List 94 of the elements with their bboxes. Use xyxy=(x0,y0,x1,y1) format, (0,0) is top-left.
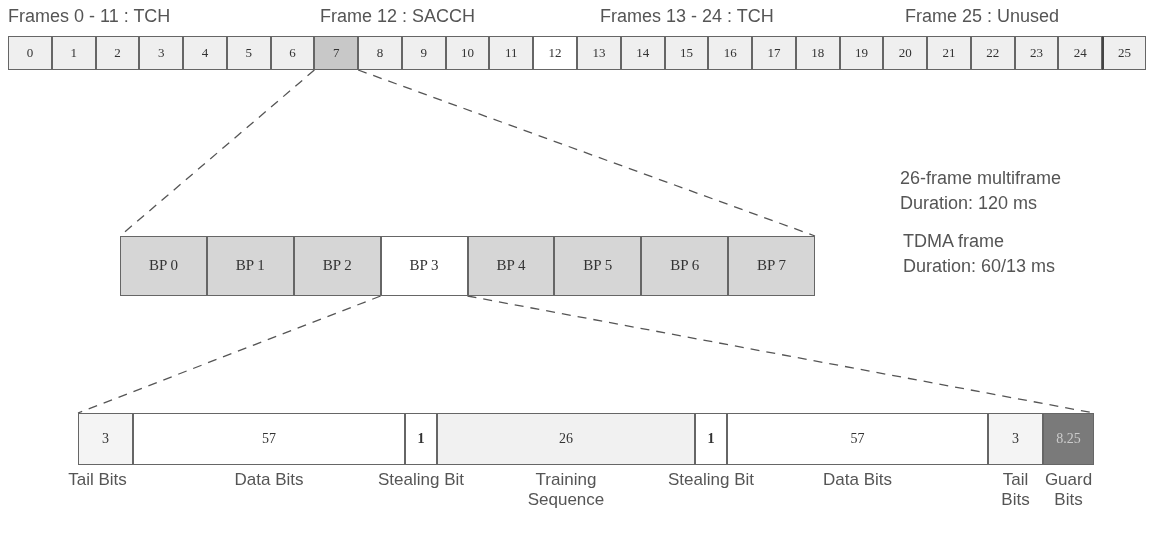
frame-cell xyxy=(95,36,140,70)
field-caption: Tail Bits xyxy=(67,470,128,491)
cell-value: 1 xyxy=(417,429,425,448)
row-description: TDMA frame xyxy=(903,231,1004,252)
frame-cell xyxy=(401,36,446,70)
frame-cell xyxy=(533,36,577,70)
frame-range-label: Frames 13 - 24 : TCH xyxy=(600,6,774,27)
cell-value: 23 xyxy=(1030,44,1044,62)
zoom-line xyxy=(357,69,816,237)
field-caption: Stealing Bit xyxy=(667,470,755,491)
cell-value: 3 xyxy=(1012,429,1019,448)
frame-cell xyxy=(620,36,665,70)
cell-value: 6 xyxy=(289,44,296,62)
frame-cell xyxy=(883,36,928,70)
frame-range-label: Frame 25 : Unused xyxy=(905,6,1060,27)
burst-period-cell xyxy=(380,236,468,296)
cell-value: BP 2 xyxy=(322,256,353,276)
frame-cell xyxy=(577,36,621,70)
frame-cell xyxy=(1102,36,1146,70)
cell-value: 2 xyxy=(114,44,121,62)
frame-cell xyxy=(445,36,490,70)
frame-cell xyxy=(489,36,534,70)
burst-period-cell xyxy=(467,236,555,296)
frame-cell xyxy=(51,36,96,70)
cell-value: 20 xyxy=(898,44,912,62)
burst-period-cell xyxy=(293,236,381,296)
cell-value: 5 xyxy=(245,44,252,62)
cell-value: BP 3 xyxy=(409,256,440,276)
cell-value: BP 0 xyxy=(148,256,179,276)
cell-value: 22 xyxy=(986,44,1000,62)
field-caption: Stealing Bit xyxy=(377,470,465,491)
cell-value: BP 6 xyxy=(669,256,700,276)
burst-period-cell xyxy=(206,236,294,296)
frame-cell xyxy=(708,36,753,70)
frame-cell xyxy=(139,36,184,70)
frame-range-label: Frames 0 - 11 : TCH xyxy=(8,6,171,27)
cell-value: BP 7 xyxy=(756,256,787,276)
field-caption: Data Bits xyxy=(822,470,893,491)
cell-value: 25 xyxy=(1118,44,1132,62)
frame-cell xyxy=(664,36,709,70)
burst-period-cell xyxy=(641,236,729,296)
cell-value: 3 xyxy=(157,44,165,62)
cell-value: 9 xyxy=(420,44,428,62)
cell-value: 19 xyxy=(855,44,868,62)
frame-range-label: Frame 12 : SACCH xyxy=(320,6,476,27)
cell-value: 12 xyxy=(548,44,562,62)
frame-cell xyxy=(927,36,971,70)
row-description: 26-frame multiframe xyxy=(900,168,1062,189)
cell-value: 17 xyxy=(767,44,781,62)
frame-cell xyxy=(970,36,1015,70)
cell-value: BP 5 xyxy=(582,256,613,276)
row-description: Duration: 60/13 ms xyxy=(903,256,1056,277)
cell-value: 15 xyxy=(679,44,693,62)
cell-value: 26 xyxy=(559,429,573,448)
cell-value: 1 xyxy=(707,429,715,448)
frame-cell xyxy=(8,36,52,70)
cell-value: BP 1 xyxy=(235,256,266,276)
frame-cell xyxy=(1014,36,1059,70)
cell-value: 3 xyxy=(102,429,109,448)
cell-value: 0 xyxy=(26,44,34,62)
cell-value: 16 xyxy=(723,44,737,62)
cell-value: 18 xyxy=(811,44,825,62)
cell-value: BP 4 xyxy=(495,256,526,276)
cell-value: 13 xyxy=(592,44,606,62)
cell-value: 57 xyxy=(262,429,276,448)
frame-cell xyxy=(183,36,227,70)
cell-value: 11 xyxy=(505,44,518,62)
frame-cell xyxy=(270,36,315,70)
cell-value: 7 xyxy=(333,44,340,62)
frame-cell xyxy=(752,36,796,70)
frame-cell xyxy=(314,36,359,70)
burst-period-cell xyxy=(554,236,642,296)
cell-value: 8.25 xyxy=(1056,429,1081,448)
cell-value: 4 xyxy=(201,44,209,62)
cell-value: 8 xyxy=(376,44,384,62)
frame-cell xyxy=(1058,36,1103,70)
field-caption: Data Bits xyxy=(233,470,305,491)
burst-period-cell xyxy=(728,236,815,296)
cell-value: 57 xyxy=(850,429,865,448)
field-caption: Training Sequence xyxy=(526,470,606,511)
cell-value: 1 xyxy=(70,44,77,62)
field-caption: Tail Bits xyxy=(1000,470,1031,511)
burst-period-cell xyxy=(120,236,207,296)
row-description: Duration: 120 ms xyxy=(900,193,1038,214)
frame-cell xyxy=(358,36,402,70)
frame-cell xyxy=(226,36,271,70)
cell-value: 14 xyxy=(636,44,650,62)
frame-cell xyxy=(795,36,840,70)
cell-value: 21 xyxy=(942,44,956,62)
field-caption: Guard Bits xyxy=(1043,470,1094,511)
zoom-line xyxy=(77,295,382,414)
cell-value: 24 xyxy=(1073,44,1087,62)
frame-cell xyxy=(839,36,884,70)
cell-value: 10 xyxy=(461,44,475,62)
